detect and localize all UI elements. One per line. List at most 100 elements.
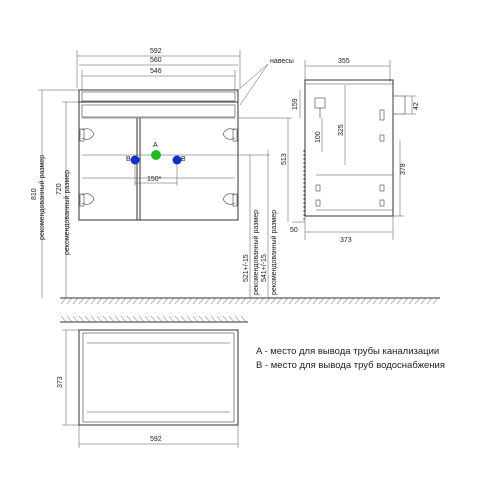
- dim-373-plan: 373: [57, 376, 64, 388]
- dim-720: 720: [56, 183, 63, 195]
- dim-325: 325: [338, 124, 345, 136]
- hatch-line: [192, 315, 199, 323]
- hatch-line: [294, 297, 301, 305]
- hatch-line: [228, 315, 235, 323]
- dim-378: 378: [400, 163, 407, 175]
- hatch-line: [156, 315, 163, 323]
- point-a-marker: [151, 150, 161, 160]
- hatch-line: [138, 315, 145, 323]
- hatch-line: [312, 297, 319, 305]
- hatch-line: [372, 297, 379, 305]
- hatch-line: [120, 315, 127, 323]
- hatch-line: [90, 297, 97, 305]
- hatch-line: [186, 315, 193, 323]
- hatch-line: [132, 315, 139, 323]
- hatch-line: [84, 315, 91, 323]
- dim-592-bottom: 592: [150, 436, 162, 443]
- recommended-label-3: рекомендованный размер: [252, 210, 260, 295]
- hatch-line: [366, 297, 373, 305]
- hatch-line: [108, 297, 115, 305]
- hatch-line: [102, 297, 109, 305]
- hatch-line: [240, 297, 247, 305]
- hatch-line: [66, 297, 73, 305]
- hatch-line: [126, 297, 133, 305]
- hatch-line: [360, 297, 367, 305]
- hatch-line: [114, 297, 121, 305]
- hatch-line: [276, 297, 283, 305]
- dim-150-spacing: 150*: [147, 176, 162, 183]
- hatch-line: [132, 297, 139, 305]
- hatch-line: [408, 297, 415, 305]
- hatch-line: [246, 297, 253, 305]
- hatch-line: [288, 297, 295, 305]
- hatch-line: [66, 315, 73, 323]
- hatch-line: [216, 297, 223, 305]
- hatch-line: [102, 315, 109, 323]
- hatch-line: [96, 315, 103, 323]
- hatch-line: [168, 315, 175, 323]
- hatch-line: [222, 315, 229, 323]
- point-b-left-marker: [130, 155, 140, 165]
- hatch-line: [108, 315, 115, 323]
- hatch-line: [402, 297, 409, 305]
- hatch-line: [138, 297, 145, 305]
- hatch-line: [324, 297, 331, 305]
- hatch-line: [144, 315, 151, 323]
- hatch-line: [84, 297, 91, 305]
- dim-50: 50: [290, 227, 298, 234]
- point-b-left-label: B: [126, 156, 131, 163]
- hatch-line: [234, 297, 241, 305]
- hatch-line: [282, 297, 289, 305]
- hatch-line: [270, 297, 277, 305]
- hatch-line: [174, 315, 181, 323]
- hatch-line: [342, 297, 349, 305]
- hatch-line: [348, 297, 355, 305]
- hatch-line: [210, 297, 217, 305]
- hatch-line: [222, 297, 229, 305]
- dim-100: 100: [315, 131, 322, 143]
- hatch-line: [204, 297, 211, 305]
- hatch-line: [72, 315, 79, 323]
- hinge-label: навесы: [270, 58, 294, 65]
- hatch-line: [162, 315, 169, 323]
- hatch-line: [396, 297, 403, 305]
- hatch-line: [78, 315, 85, 323]
- hatch-line: [210, 315, 217, 323]
- hatch-line: [216, 315, 223, 323]
- dim-373-side: 373: [340, 237, 352, 244]
- hatch-line: [240, 315, 247, 323]
- hatch-line: [378, 297, 385, 305]
- hatch-line: [96, 297, 103, 305]
- hatch-line: [126, 315, 133, 323]
- dim-546: 546: [150, 68, 162, 75]
- hatch-line: [252, 297, 259, 305]
- top-plan-view: 373 592: [57, 315, 248, 448]
- hatch-line: [72, 297, 79, 305]
- hatch-line: [336, 297, 343, 305]
- hatch-line: [144, 297, 151, 305]
- hatch-line: [228, 297, 235, 305]
- hatch-line: [354, 297, 361, 305]
- hatch-line: [384, 297, 391, 305]
- recommended-label-2: рекомендованный размер: [63, 170, 71, 255]
- legend-b: B - место для вывода труб водоснабжения: [256, 360, 445, 371]
- hatch-line: [414, 297, 421, 305]
- hatch-line: [180, 315, 187, 323]
- hatch-line: [330, 297, 337, 305]
- dim-810: 810: [31, 188, 38, 200]
- front-view: 592 560 546 150* A: [31, 48, 440, 305]
- hatch-line: [198, 315, 205, 323]
- dim-42: 42: [413, 102, 420, 110]
- hatch-line: [318, 297, 325, 305]
- hatch-line: [234, 315, 241, 323]
- point-a-label: A: [153, 142, 158, 149]
- hatch-line: [390, 297, 397, 305]
- hatch-line: [192, 297, 199, 305]
- legend-a: A - место для вывода трубы канализации: [256, 346, 439, 357]
- hatch-line: [114, 315, 121, 323]
- dim-355: 355: [338, 58, 350, 65]
- hatch-line: [60, 297, 67, 305]
- dim-159: 159: [292, 98, 299, 110]
- hatch-line: [150, 297, 157, 305]
- hatch-line: [168, 297, 175, 305]
